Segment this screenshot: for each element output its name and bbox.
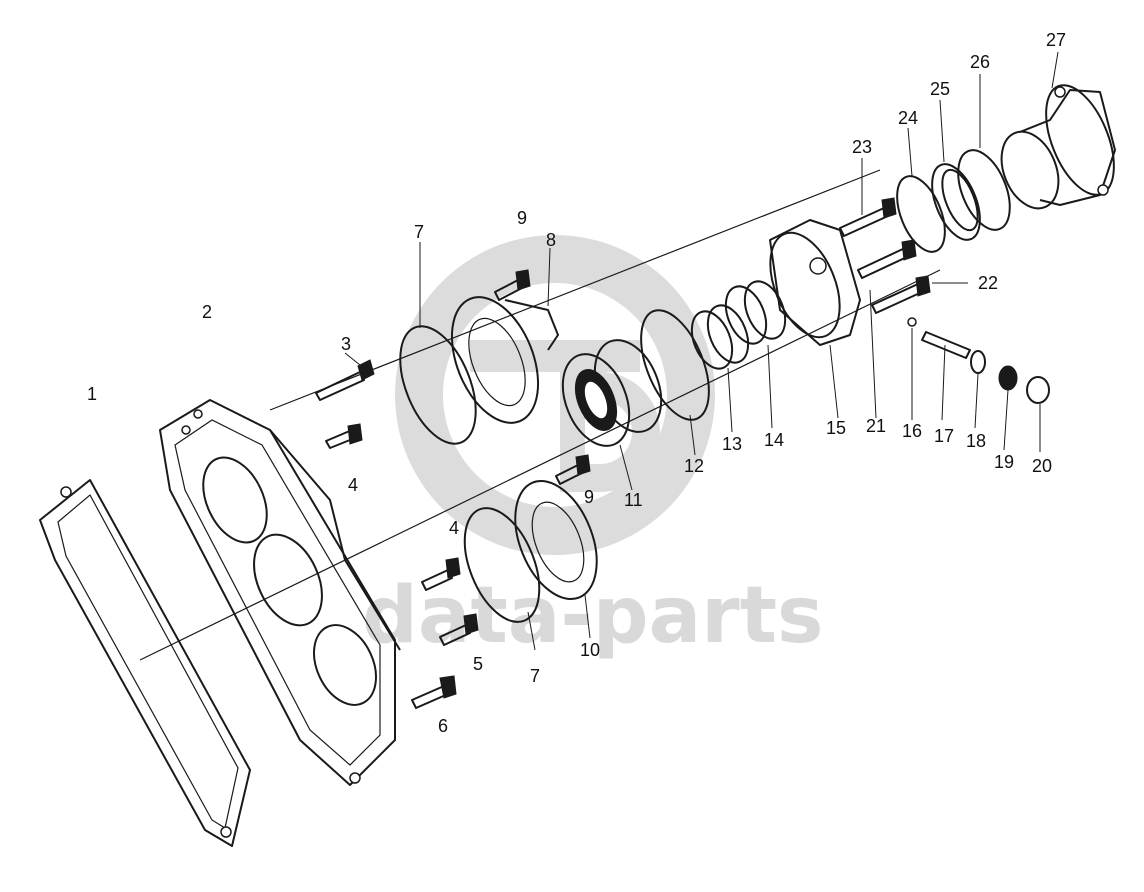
bolt-part-4-lower [421, 557, 461, 591]
label-13: 13 [722, 434, 742, 454]
label-15: 15 [826, 418, 846, 438]
gasket-part-7-upper [399, 242, 477, 445]
label-18: 18 [966, 431, 986, 451]
label-19: 19 [994, 452, 1014, 472]
label-23: 23 [852, 137, 872, 157]
label-27: 27 [1046, 30, 1066, 50]
watermark: data-parts [362, 235, 823, 661]
ring-part-26 [957, 74, 1011, 231]
bolt-part-9-lower [555, 454, 591, 485]
part-labels: 1 2 3 4 4 5 6 7 7 8 9 9 10 11 12 13 14 1… [87, 30, 1066, 736]
label-4a: 4 [348, 475, 358, 495]
cap-part-20 [1026, 376, 1050, 452]
bolt-part-22 [871, 275, 968, 314]
cover-part-8 [450, 247, 559, 424]
label-24: 24 [898, 108, 918, 128]
label-4b: 4 [449, 518, 459, 538]
gasket-part-7-lower [463, 507, 541, 651]
bolt-part-4-upper [325, 423, 363, 449]
label-2: 2 [202, 302, 212, 322]
label-7b: 7 [530, 666, 540, 686]
flange-part-27 [1000, 51, 1116, 210]
housing-part-2 [159, 399, 401, 786]
label-11: 11 [624, 490, 643, 510]
ring-part-24 [896, 127, 946, 253]
bolt-part-3 [315, 352, 375, 401]
label-17: 17 [934, 426, 954, 446]
ring-part-25 [931, 99, 981, 241]
gasket-part-12 [640, 309, 710, 456]
bolt-part-6 [411, 675, 457, 709]
label-1: 1 [87, 384, 97, 404]
axis-line [139, 269, 941, 661]
washer-part-16 [907, 317, 917, 420]
label-9a: 9 [517, 208, 527, 228]
ring-part-14 [724, 280, 787, 429]
label-20: 20 [1032, 456, 1052, 476]
gasket-part-1 [39, 479, 251, 847]
label-7a: 7 [414, 222, 424, 242]
label-25: 25 [930, 79, 950, 99]
nut-part-19 [998, 365, 1018, 451]
label-14: 14 [764, 430, 784, 450]
label-22: 22 [978, 273, 998, 293]
label-10: 10 [580, 640, 600, 660]
bolt-part-9-upper [494, 269, 531, 301]
shaft-part-17 [921, 331, 971, 421]
ring-part-13 [690, 304, 750, 433]
label-26: 26 [970, 52, 990, 72]
label-9b: 9 [584, 487, 594, 507]
cover-part-10 [514, 479, 598, 639]
watermark-logo [395, 235, 715, 555]
bolt-part-21 [857, 239, 917, 419]
label-8: 8 [546, 230, 556, 250]
label-3: 3 [341, 334, 351, 354]
label-6: 6 [438, 716, 448, 736]
label-21: 21 [866, 416, 886, 436]
bolt-part-23 [839, 158, 897, 237]
watermark-text: data-parts [362, 571, 823, 661]
housing-part-15 [769, 219, 861, 419]
washer-part-18 [970, 350, 986, 429]
label-5: 5 [473, 654, 483, 674]
bolt-part-5 [439, 613, 479, 646]
label-12: 12 [684, 456, 704, 476]
label-16: 16 [902, 421, 922, 441]
bearing-part-11 [561, 339, 663, 491]
